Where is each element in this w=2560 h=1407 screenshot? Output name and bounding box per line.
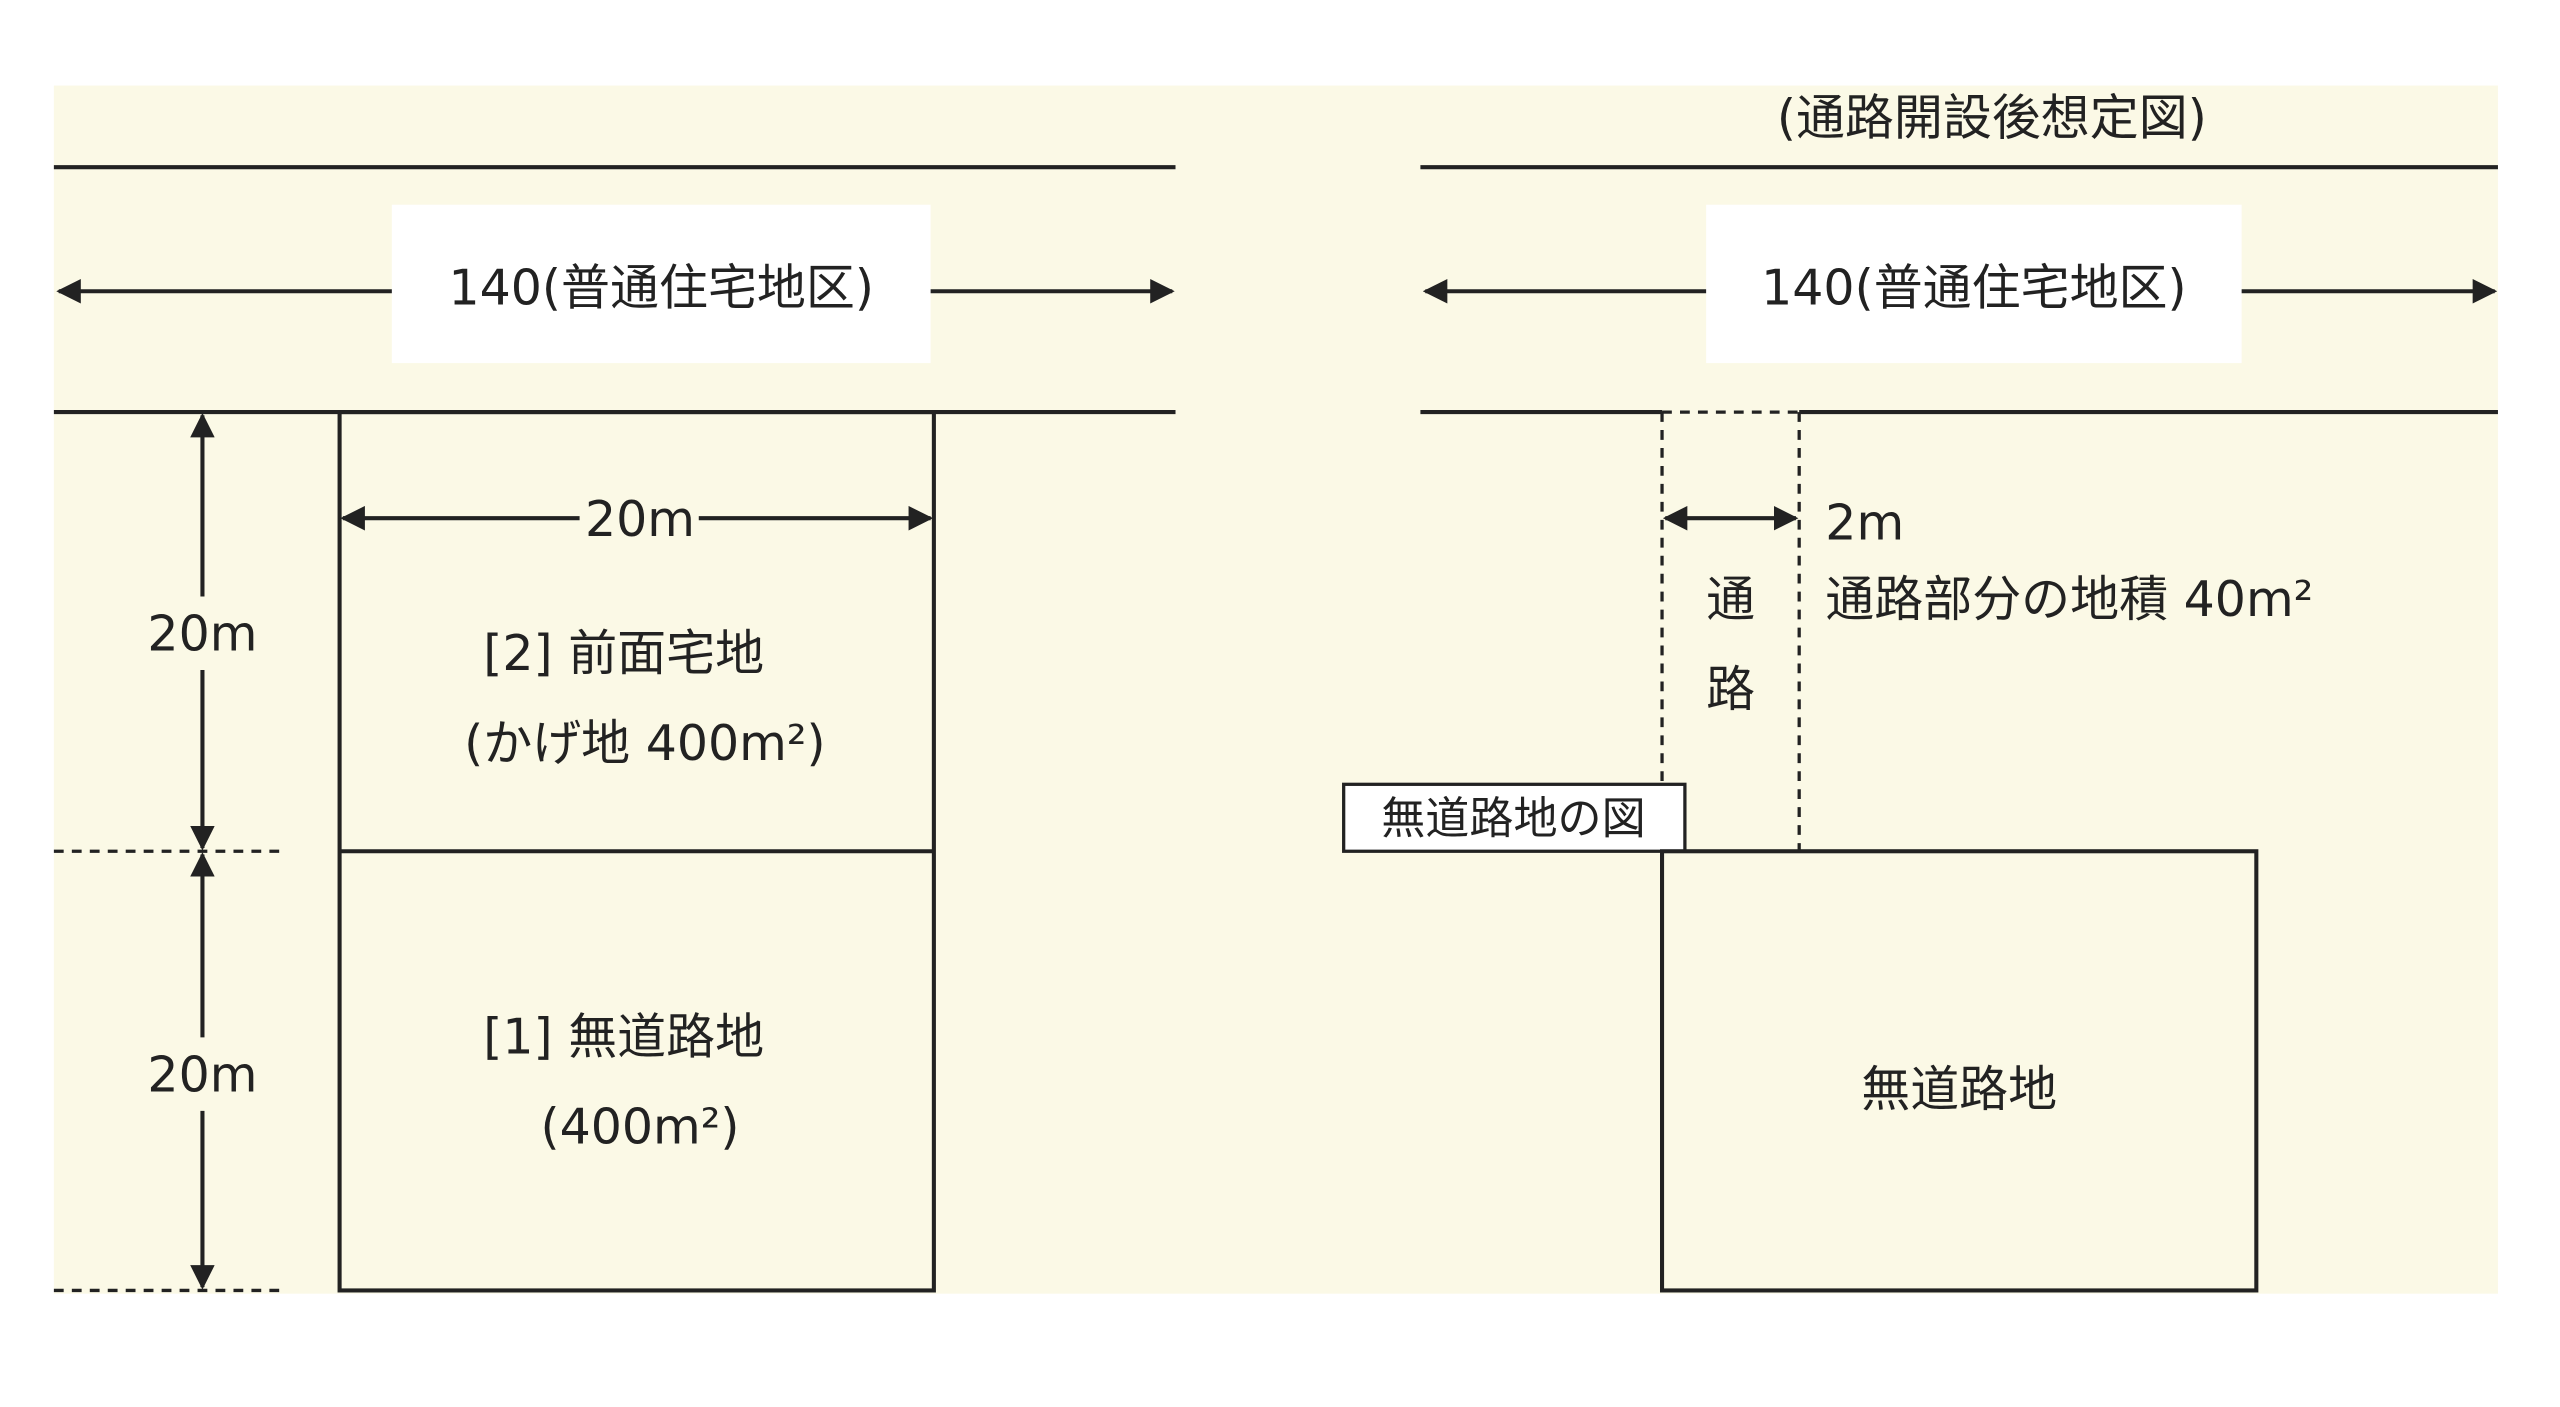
road-label: 140(普通住宅地区) [448,259,873,316]
front-lot-sub: (かげ地 400m²) [464,715,825,772]
left-panel: 140(普通住宅地区) 20m 20m 20m [2] 前面宅地 (かげ地 40… [53,165,1176,1293]
road-label-box [391,204,931,364]
right-panel: (通路開設後想定図) 140(普通住宅地区) 2m 通路部分の地積 40m² 通… [1342,90,2498,1293]
figure-tag-box [1342,782,1687,853]
passage-char-2: 路 [1706,661,1755,718]
right-title: (通路開設後想定図) [1777,90,2207,147]
landlocked-lot [1660,849,2259,1293]
passage-area-label: 通路部分の地積 40m² [1825,571,2313,628]
road-label: 140(普通住宅地区) [1761,259,2187,316]
width-label: 20m [585,491,695,548]
front-lot-title: [2] 前面宅地 [483,625,764,682]
passage-char-1: 通 [1706,571,1755,628]
road-label-box [1706,204,2242,364]
figure-tag: 無道路地の図 [1381,793,1645,844]
rear-lot-sub: (400m²) [540,1098,739,1155]
passage-width-label: 2m [1825,494,1904,551]
landlocked-lot-label: 無道路地 [1861,1061,2057,1118]
depth-lower-label: 20m [147,1046,257,1103]
rear-lot-title: [1] 無道路地 [483,1009,764,1066]
depth-upper-label: 20m [147,605,257,662]
